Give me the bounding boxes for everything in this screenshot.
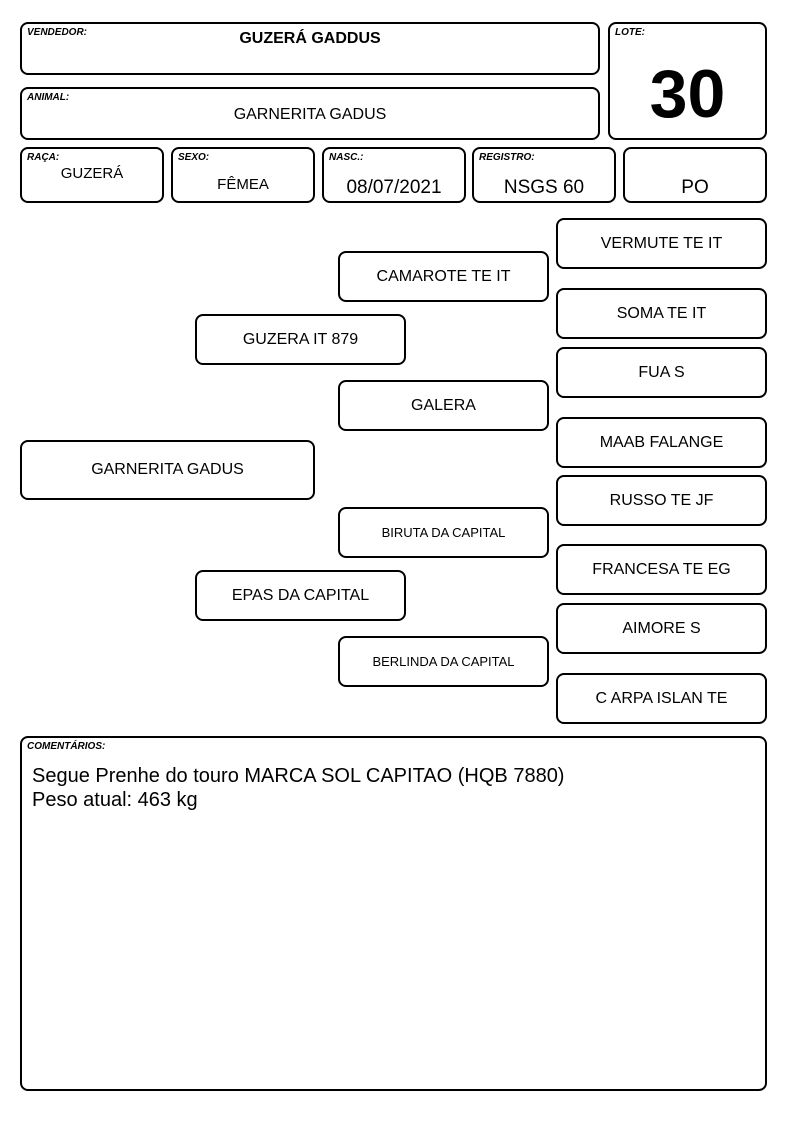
animal-value: GARNERITA GADUS [233, 106, 387, 123]
pedigree-animal: GARNERITA GADUS [20, 440, 315, 500]
vendedor-label: VENDEDOR: [27, 27, 88, 38]
sexo-box: SEXO: FÊMEA [171, 147, 315, 203]
pedigree-dam-dam: BERLINDA DA CAPITAL [338, 636, 549, 687]
nasc-value: 08/07/2021 [346, 177, 442, 198]
vendedor-box: VENDEDOR: GUZERÁ GADDUS [20, 22, 600, 75]
comments-label: COMENTÁRIOS: [27, 741, 106, 752]
sexo-label: SEXO: [178, 152, 210, 163]
pedigree-sire: GUZERA IT 879 [195, 314, 406, 365]
categoria-value: PO [681, 177, 709, 198]
registro-label: REGISTRO: [479, 152, 535, 163]
vendedor-value: GUZERÁ GADDUS [239, 30, 381, 47]
pedigree-great-grandparent: VERMUTE TE IT [556, 218, 767, 269]
registro-value: NSGS 60 [503, 177, 585, 198]
pedigree-dam-sire: BIRUTA DA CAPITAL [338, 507, 549, 558]
pedigree-great-grandparent: RUSSO TE JF [556, 475, 767, 526]
raca-value: GUZERÁ [60, 165, 124, 182]
comments-box: COMENTÁRIOS: Segue Prenhe do touro MARCA… [20, 736, 767, 1091]
pedigree-great-grandparent: AIMORE S [556, 603, 767, 654]
raca-box: RAÇA: GUZERÁ [20, 147, 164, 203]
lote-box: LOTE: 30 [608, 22, 767, 140]
lote-label: LOTE: [615, 27, 645, 38]
sexo-value: FÊMEA [217, 176, 269, 193]
nasc-label: NASC.: [329, 152, 364, 163]
pedigree-sire-sire: CAMAROTE TE IT [338, 251, 549, 302]
pedigree-sire-dam: GALERA [338, 380, 549, 431]
animal-label: ANIMAL: [27, 92, 70, 103]
nasc-box: NASC.: 08/07/2021 [322, 147, 466, 203]
pedigree-great-grandparent: FRANCESA TE EG [556, 544, 767, 595]
comments-text: Segue Prenhe do touro MARCA SOL CAPITAO … [32, 765, 565, 811]
pedigree-great-grandparent: SOMA TE IT [556, 288, 767, 339]
animal-box: ANIMAL: GARNERITA GADUS [20, 87, 600, 140]
pedigree-great-grandparent: MAAB FALANGE [556, 417, 767, 468]
registro-box: REGISTRO: NSGS 60 [472, 147, 616, 203]
pedigree-great-grandparent: C ARPA ISLAN TE [556, 673, 767, 724]
categoria-box: PO [623, 147, 767, 203]
lote-number: 30 [649, 56, 726, 132]
pedigree-great-grandparent: FUA S [556, 347, 767, 398]
pedigree-dam: EPAS DA CAPITAL [195, 570, 406, 621]
raca-label: RAÇA: [27, 152, 60, 163]
